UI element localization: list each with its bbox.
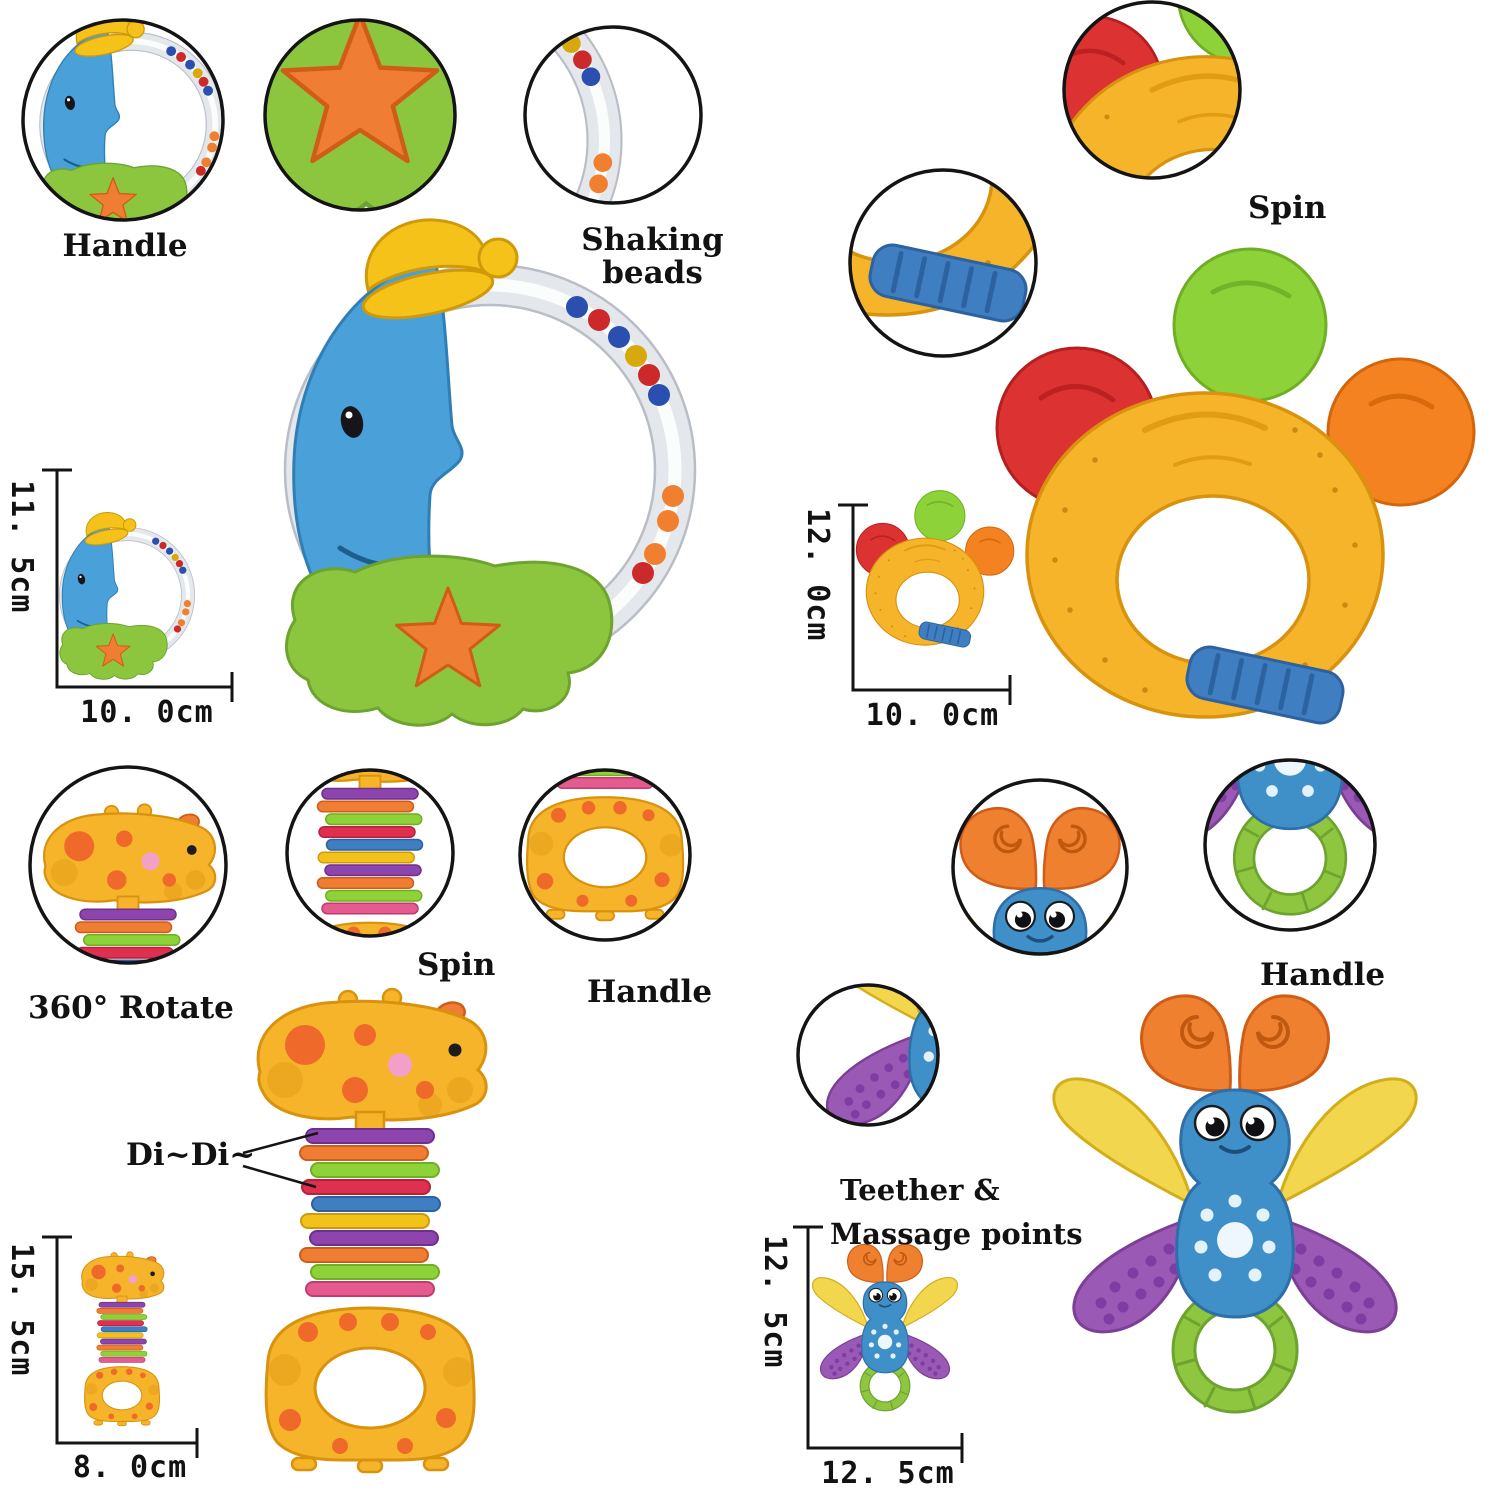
moon-rattle-main [285,220,695,725]
giraffe-height-dimension: 15. 5cm [4,1243,39,1377]
butterfly-callout-face [951,778,1129,956]
butterfly-width-dimension: 12. 5cm [821,1456,955,1491]
giraffe-handle-label: Handle [586,974,713,1010]
moon-callout-star [263,18,457,212]
giraffe-rattle-small [81,1251,165,1427]
moon-rattle-small [59,512,194,679]
giraffe-rotate-label: 360° Rotate [28,990,234,1026]
moon-handle-label: Handle [62,228,188,264]
giraffe-sound-label: Di~Di~ [126,1137,256,1173]
giraffe-callout-handle [518,768,692,942]
butterfly-teether-small [813,1244,958,1410]
tambourine-height-dimension: 12. 0cm [800,508,835,642]
butterfly-callout-teether [796,983,940,1127]
tambourine-rattle-main [997,249,1474,727]
butterfly-teether-label-line2: Massage points [830,1217,1083,1251]
butterfly-height-dimension: 12. 5cm [757,1235,792,1369]
butterfly-teether-label-line1: Teether & [840,1173,1000,1207]
sound-pointer-lines [242,1131,319,1189]
moon-callout-beads [523,25,703,205]
tambourine-callout-grip [848,168,1038,358]
giraffe-spin-label: Spin [417,947,496,983]
giraffe-width-dimension: 8. 0cm [72,1450,188,1485]
tambourine-width-dimension: 10. 0cm [865,698,1000,733]
moon-width-dimension: 10. 0cm [80,695,214,730]
giraffe-callout-rings [285,768,455,938]
butterfly-handle-label: Handle [1260,957,1386,993]
giraffe-callout-head [28,765,228,965]
tambourine-callout-disc [1062,0,1242,180]
butterfly-callout-handle [1203,758,1377,932]
butterfly-teether-main [1054,996,1416,1412]
moon-shaking-beads-label: Shaking beads [581,222,724,292]
dimension-lines [42,468,1012,1463]
tambourine-rattle-small [855,489,1015,650]
moon-callout-handle [21,18,225,222]
moon-height-dimension: 11. 5cm [4,480,39,614]
giraffe-rattle-main [256,987,488,1474]
tambourine-spin-label: Spin [1248,190,1327,226]
